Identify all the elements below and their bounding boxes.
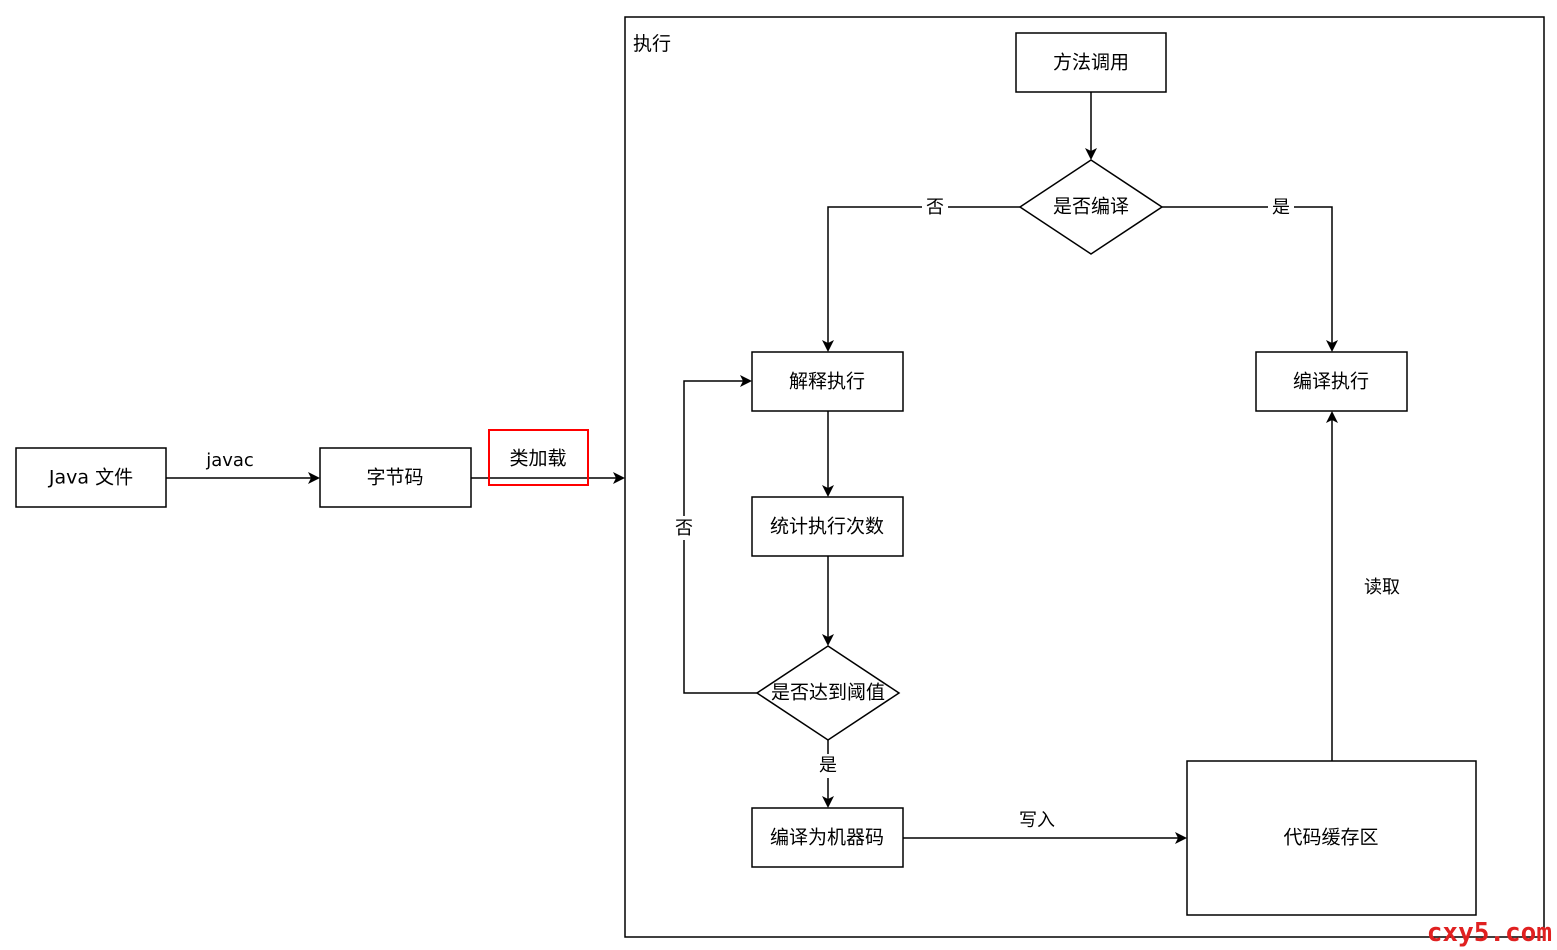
class-loading-label: 类加载 — [509, 448, 566, 470]
compile-machine-code-box — [751, 807, 904, 868]
java-file-box — [15, 447, 167, 508]
execution-container — [624, 16, 1545, 938]
not-compiled-edge — [822, 206, 1020, 352]
watermark: cxy5.com — [1427, 918, 1552, 948]
class-loading-highlight — [488, 429, 589, 486]
write-label: 写入 — [1019, 810, 1055, 831]
is-compiled-label: 是否编译 — [1053, 196, 1129, 218]
yes-down-label-bg — [816, 754, 840, 778]
compiled-exec-box — [1255, 351, 1408, 412]
java-file-label: Java 文件 — [48, 467, 133, 489]
execution-container-label: 执行 — [633, 33, 671, 55]
threshold-not-reached-label: 否 — [675, 518, 693, 539]
compiled-label: 是 — [1272, 197, 1290, 218]
count-exec-label: 统计执行次数 — [770, 516, 884, 538]
compiled-edge — [1162, 206, 1338, 352]
compile-machine-code-label: 编译为机器码 — [770, 827, 884, 849]
loop-label-bg — [672, 516, 696, 540]
method-call-label: 方法调用 — [1053, 52, 1129, 74]
compiled-exec-label: 编译执行 — [1293, 371, 1369, 393]
count-exec-box — [751, 496, 904, 557]
code-cache-box — [1186, 760, 1477, 916]
threshold-label: 是否达到阈值 — [771, 682, 885, 704]
javac-label: javac — [205, 450, 254, 471]
interpret-exec-label: 解释执行 — [789, 371, 865, 393]
read-label: 读取 — [1364, 577, 1400, 598]
code-cache-label: 代码缓存区 — [1283, 827, 1378, 849]
bytecode-label: 字节码 — [366, 467, 423, 489]
yes-label-bg — [1268, 196, 1294, 218]
is-compiled-diamond — [1018, 159, 1164, 255]
threshold-reached-label: 是 — [819, 755, 837, 776]
not-compiled-label: 否 — [926, 197, 944, 218]
no-label-bg — [922, 196, 948, 218]
